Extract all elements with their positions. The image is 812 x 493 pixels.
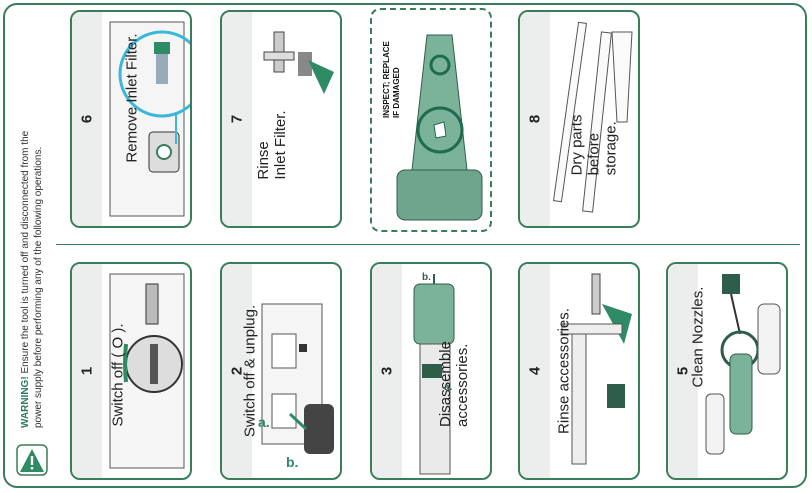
step-number-band: 6 [72, 12, 102, 226]
warning-icon [16, 444, 48, 476]
step-number-band: 7 [222, 12, 252, 226]
step-number: 7 [228, 114, 246, 124]
step-panel-8: 8 Dry parts before storage. [518, 10, 640, 228]
step-number: 6 [78, 114, 96, 124]
filter-inspection-illustration [396, 34, 483, 221]
tap-rinse-illustration [263, 31, 334, 94]
step-number-band: 3 [372, 264, 402, 478]
inspect-panel: INSPECT; REPLACE IF DAMAGED [370, 8, 492, 232]
step-substep-b: b. [286, 454, 299, 470]
step-label: Remove Inlet Filter. [123, 32, 141, 163]
warning-column: WARNING! Ensure the tool is turned off a… [6, 8, 58, 486]
step-label: Clean Nozzles. [689, 286, 707, 388]
instruction-frame [3, 3, 807, 488]
step-panel-4: 4 Rinse accessories. [518, 262, 640, 480]
step-label: Rinse accessories. [555, 308, 573, 434]
step-number: 8 [526, 114, 544, 124]
step-panel-1: 1 Switch off ( O ). [70, 262, 192, 480]
step-number-band: 4 [520, 264, 550, 478]
step-label: Switch off ( O ). [109, 323, 127, 427]
power-outlet-illustration [261, 303, 334, 454]
clean-nozzles-illustration [705, 274, 781, 455]
step-substep-a: a. [444, 382, 453, 393]
step-panel-5: 5 Clean Nozzles. [666, 262, 788, 480]
step-label: Dry parts before storage. [568, 114, 620, 176]
step-substep-b: b. [422, 272, 431, 283]
step-panel-6: 6 Remove Inlet Filter. [70, 10, 192, 228]
step-panel-2: 2 Switch off & unplug. a. b. [220, 262, 342, 480]
step-panel-3: 3 Disassemble accessories. b. a. [370, 262, 492, 480]
step-label: Switch off & unplug. [241, 304, 259, 438]
inspect-note: INSPECT; REPLACE IF DAMAGED [382, 41, 401, 118]
step-number: 3 [378, 366, 396, 376]
step-number-band: 5 [668, 264, 698, 478]
warning-title: WARNING! [20, 376, 31, 429]
step-label: Rinse Inlet Filter. [255, 110, 289, 180]
dry-parts-illustration [552, 21, 633, 213]
step-number: 1 [78, 366, 96, 376]
step-substep-a: a. [258, 414, 270, 430]
step-number-band: 8 [520, 12, 550, 226]
step-panel-7: 7 Rinse Inlet Filter. [220, 10, 342, 228]
step-number-band: 1 [72, 264, 102, 478]
step-number: 4 [526, 366, 544, 376]
power-switch-illustration [109, 273, 185, 469]
section-divider [56, 244, 800, 245]
warning-text: WARNING! Ensure the tool is turned off a… [19, 8, 45, 428]
step-number-band: 2 [222, 264, 252, 478]
step-label: Disassemble accessories. [437, 340, 471, 427]
disassemble-illustration [413, 274, 455, 475]
filter-removal-illustration [109, 21, 190, 217]
rinse-accessories-illustration [561, 273, 632, 465]
warning-line-2: power supply before performing any of th… [33, 147, 44, 429]
warning-line-1: Ensure the tool is turned off and discon… [20, 131, 31, 374]
